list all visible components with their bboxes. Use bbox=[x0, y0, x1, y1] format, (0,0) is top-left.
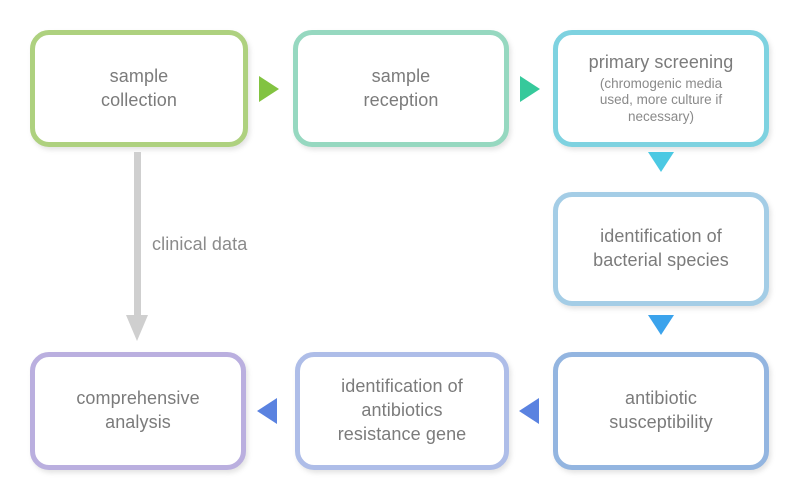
node-sample-reception-label: sample reception bbox=[363, 65, 439, 110]
node-primary-screening-text: primary screening (chromogenic media use… bbox=[579, 51, 744, 126]
node-antibiotic-susceptibility[interactable]: antibiotic susceptibility bbox=[553, 352, 769, 470]
node-resistance-gene-text: identification of antibiotics resistance… bbox=[328, 375, 477, 446]
node-primary-screening[interactable]: primary screening (chromogenic media use… bbox=[553, 30, 769, 147]
node-comprehensive-analysis[interactable]: comprehensive analysis bbox=[30, 352, 246, 470]
node-sample-reception[interactable]: sample reception bbox=[293, 30, 509, 147]
node-bacterial-species-label: identification of bacterial species bbox=[593, 226, 729, 270]
arrow-gene-to-comprehensive-icon bbox=[257, 398, 277, 424]
connector-shaft bbox=[134, 152, 141, 318]
node-comprehensive-analysis-label: comprehensive analysis bbox=[76, 388, 200, 432]
arrow-antibiotic-to-gene-icon bbox=[519, 398, 539, 424]
node-sample-reception-text: sample reception bbox=[354, 65, 449, 113]
node-antibiotic-susceptibility-label: antibiotic susceptibility bbox=[609, 388, 713, 432]
node-comprehensive-analysis-text: comprehensive analysis bbox=[66, 387, 209, 435]
connector-clinical-data-label: clinical data bbox=[152, 234, 248, 254]
node-sample-collection-label: sample collection bbox=[100, 65, 178, 110]
connector-arrowhead-icon bbox=[126, 315, 148, 341]
node-primary-screening-label: primary screening bbox=[588, 51, 734, 72]
arrow-reception-to-screening-icon bbox=[520, 76, 540, 102]
node-resistance-gene-label: identification of antibiotics resistance… bbox=[337, 376, 467, 444]
arrow-species-to-antibiotic-icon bbox=[648, 315, 674, 335]
arrow-screening-to-species-icon bbox=[648, 152, 674, 172]
node-sample-collection[interactable]: sample collection bbox=[30, 30, 248, 147]
node-bacterial-species[interactable]: identification of bacterial species bbox=[553, 192, 769, 306]
node-antibiotic-susceptibility-text: antibiotic susceptibility bbox=[599, 387, 722, 435]
node-primary-screening-sublabel: (chromogenic media used, more culture if… bbox=[599, 75, 723, 125]
node-resistance-gene[interactable]: identification of antibiotics resistance… bbox=[295, 352, 509, 470]
node-bacterial-species-text: identification of bacterial species bbox=[583, 225, 739, 273]
arrow-collection-to-reception-icon bbox=[259, 76, 279, 102]
node-sample-collection-text: sample collection bbox=[91, 65, 187, 113]
connector-clinical-data-arrow-icon bbox=[126, 152, 148, 344]
